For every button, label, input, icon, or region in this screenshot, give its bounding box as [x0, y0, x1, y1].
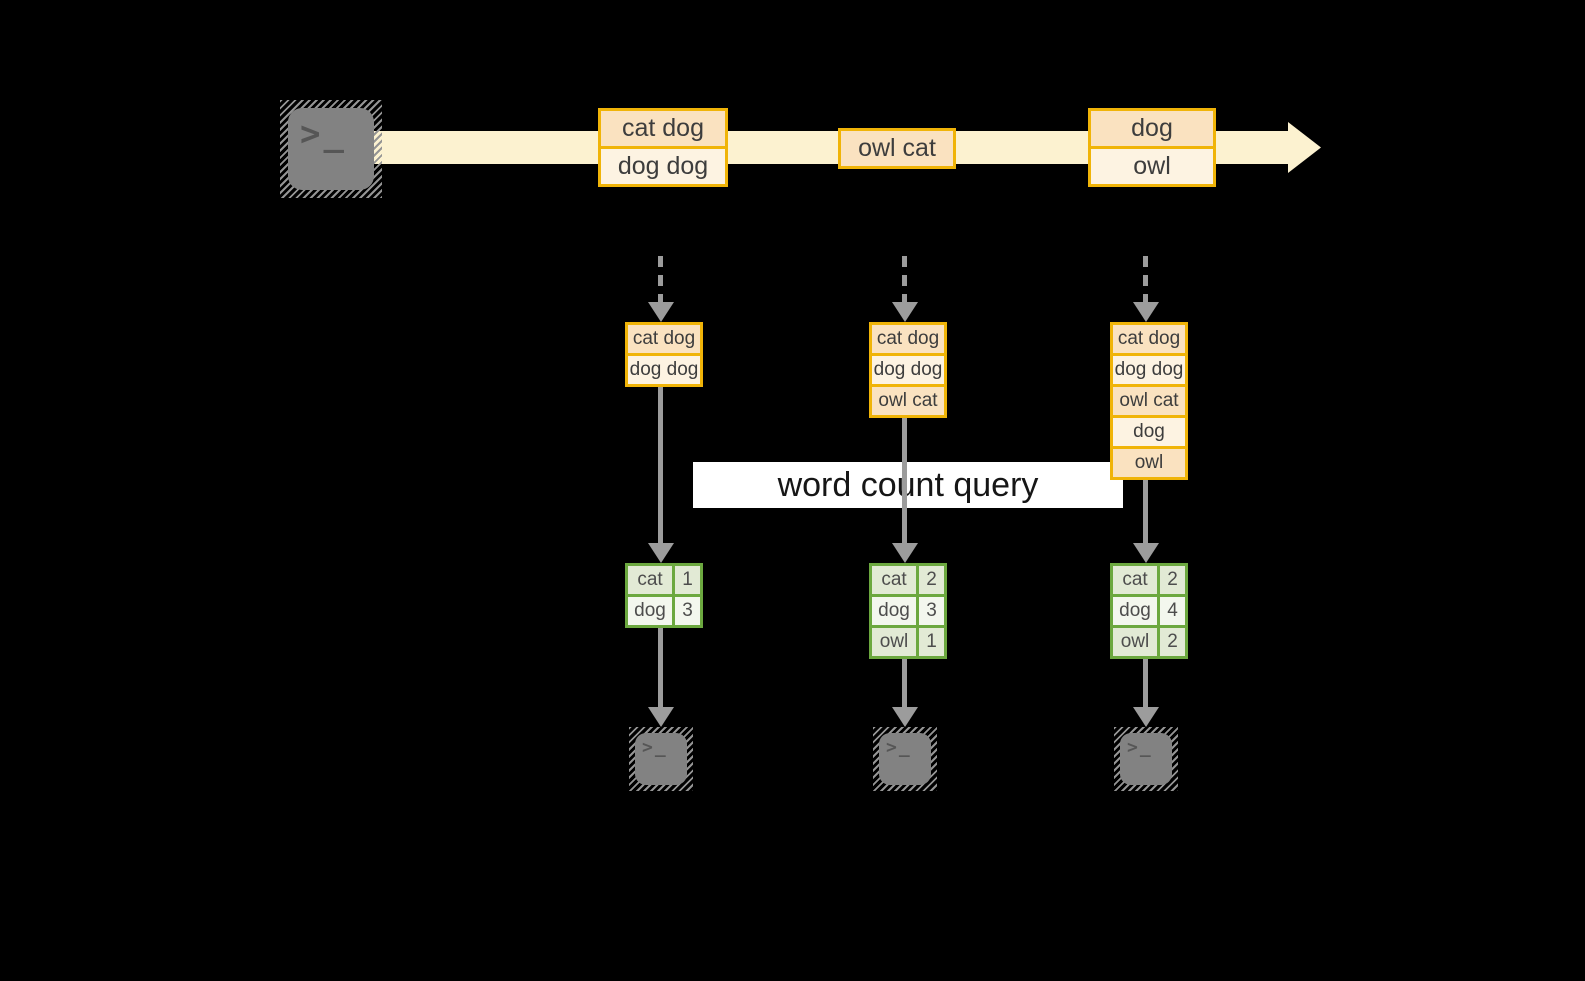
- dashed-arrowhead-icon: [892, 302, 918, 322]
- dashed-arrow-line: [658, 256, 663, 302]
- buffer-row: dog: [1113, 415, 1185, 446]
- sink-terminal-icon: >_: [1114, 727, 1178, 791]
- stream-event-line: owl: [1091, 146, 1213, 184]
- arrowhead-icon: [1133, 543, 1159, 563]
- connector-line: [902, 418, 907, 543]
- terminal-prompt-icon: >_: [642, 737, 668, 758]
- word-cell: cat: [872, 566, 919, 594]
- dashed-arrow-line: [1143, 256, 1148, 302]
- terminal-screen: [1120, 733, 1172, 785]
- query-banner: [693, 462, 1123, 508]
- sink-terminal-icon: >_: [629, 727, 693, 791]
- query-banner-label: word count query: [777, 466, 1039, 504]
- count-cell: 2: [919, 566, 944, 594]
- connector-line: [1143, 659, 1148, 707]
- stream-arrowhead-icon: [1288, 122, 1321, 173]
- terminal-prompt-icon: >_: [886, 737, 912, 758]
- count-cell: 3: [919, 597, 944, 625]
- arrowhead-icon: [892, 543, 918, 563]
- stream-event-line: owl cat: [841, 131, 953, 166]
- stream-event-line: dog dog: [601, 146, 725, 184]
- connector-line: [1143, 480, 1148, 543]
- dashed-arrowhead-icon: [1133, 302, 1159, 322]
- terminal-prompt-icon: >_: [300, 114, 347, 154]
- word-cell: owl: [872, 628, 919, 656]
- connector-line: [658, 628, 663, 707]
- stream-event-box: owl cat: [838, 128, 956, 169]
- count-cell: 1: [919, 628, 944, 656]
- dashed-arrowhead-icon: [648, 302, 674, 322]
- source-terminal-icon: >_: [280, 100, 382, 198]
- buffer-row: owl: [1113, 446, 1185, 477]
- word-cell: cat: [1113, 566, 1160, 594]
- stream-event-line: cat dog: [601, 111, 725, 146]
- count-cell: 2: [1160, 566, 1185, 594]
- terminal-screen: [635, 733, 687, 785]
- buffer-row: cat dog: [1113, 325, 1185, 353]
- buffer-row: owl cat: [1113, 384, 1185, 415]
- buffer-row: dog dog: [628, 353, 700, 384]
- terminal-screen: [288, 108, 374, 190]
- connector-line: [658, 387, 663, 543]
- count-cell: 3: [675, 597, 700, 625]
- arrowhead-icon: [648, 707, 674, 727]
- word-cell: owl: [1113, 628, 1160, 656]
- buffer-row: dog dog: [1113, 353, 1185, 384]
- buffer-row: owl cat: [872, 384, 944, 415]
- word-cell: dog: [1113, 597, 1160, 625]
- word-cell: dog: [872, 597, 919, 625]
- count-cell: 4: [1160, 597, 1185, 625]
- arrowhead-icon: [648, 543, 674, 563]
- connector-line: [902, 659, 907, 707]
- count-cell: 2: [1160, 628, 1185, 656]
- buffer-row: cat dog: [872, 325, 944, 353]
- count-cell: 1: [675, 566, 700, 594]
- buffer-row: dog dog: [872, 353, 944, 384]
- arrowhead-icon: [892, 707, 918, 727]
- dashed-arrow-line: [902, 256, 907, 302]
- stream-event-line: dog: [1091, 111, 1213, 146]
- buffer-row: cat dog: [628, 325, 700, 353]
- word-cell: cat: [628, 566, 675, 594]
- sink-terminal-icon: >_: [873, 727, 937, 791]
- terminal-screen: [879, 733, 931, 785]
- arrowhead-icon: [1133, 707, 1159, 727]
- word-cell: dog: [628, 597, 675, 625]
- terminal-prompt-icon: >_: [1127, 737, 1153, 758]
